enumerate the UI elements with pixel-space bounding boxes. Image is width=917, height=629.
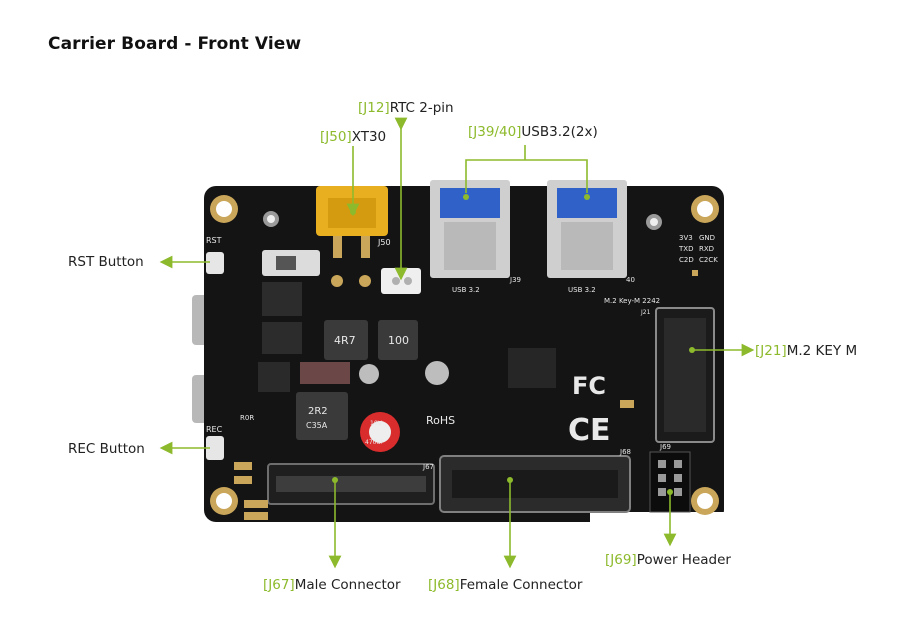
label-xt30-tag: [J50] [320,129,352,145]
mounting-hole-icons [210,195,719,515]
silk-rst: RST [206,236,222,245]
silk-debug-2: TXD [678,245,693,253]
silk-usb-b: USB 3.2 [568,286,596,294]
silk-debug-3: RXD [699,245,714,253]
silk-j39: J39 [509,276,521,284]
power-header [649,451,691,513]
silk-inductor-a: 4R7 [334,334,356,347]
silk-debug-4: C2D [679,256,694,264]
label-male-text: Male Connector [294,577,401,593]
silk-usb-a: USB 3.2 [452,286,480,294]
rec-button [206,436,224,460]
silk-debug-0: 3V3 [679,234,693,242]
silk-debug-1: GND [699,234,715,242]
silk-j68: J68 [619,448,631,456]
label-male-tag: [J67] [263,577,295,593]
label-female-text: Female Connector [459,577,583,593]
label-male: [J67]Male Connector [263,577,401,593]
silk-j67: J67 [422,463,434,471]
label-power-text: Power Header [636,552,731,568]
label-rst-text: RST Button [68,254,144,270]
label-rtc-text: RTC 2-pin [389,100,454,116]
label-power-tag: [J69] [605,552,637,568]
board-notch [590,512,724,522]
ic-chip [508,348,556,388]
page-title: Carrier Board - Front View [48,34,302,54]
rtc-connector [381,268,421,294]
screw-icon [425,361,449,385]
chip [262,282,302,316]
label-rec: REC Button [68,441,145,457]
label-usb-tag: [J39/40] [468,124,522,140]
silk-cap: 10V [370,420,383,427]
silk-fc: FC [572,372,606,400]
callout-line-usb [465,159,588,193]
label-m2-tag: [J21] [755,343,787,359]
silk-j50: J50 [377,238,391,247]
label-usb: [J39/40]USB3.2(2x) [468,124,598,140]
rst-button [206,252,224,274]
usb-port-icons [430,180,627,278]
silk-j40: 40 [626,276,635,284]
label-m2: [J21]M.2 KEY M [755,343,857,359]
silk-inductor-b: 100 [388,334,409,347]
silk-j69: J69 [659,443,671,451]
silk-ce: CE [568,413,611,448]
silk-inductor-c: 2R2 [308,406,328,417]
debug-pin-labels: 3V3 GND TXD RXD C2D C2CK [678,234,718,264]
label-female: [J68]Female Connector [428,577,582,593]
label-rtc-tag: [J12] [358,100,390,116]
silk-j21: J21 [640,309,651,316]
silk-m2: M.2 Key-M 2242 [604,297,660,305]
silk-inductor-c2: C35A [306,421,328,430]
label-rec-text: REC Button [68,441,145,457]
silk-rohs: RoHS [426,414,455,427]
label-m2-text: M.2 KEY M [786,343,858,359]
inductor-4r7 [324,320,368,360]
label-usb-text: USB3.2(2x) [521,124,598,140]
inductor-2r2 [296,392,348,440]
label-xt30: [J50]XT30 [320,129,386,145]
silk-cap2: 470uF [365,439,384,446]
label-rtc: [J12]RTC 2-pin [358,100,454,116]
silk-r-label: R0R [240,414,254,422]
callout-lines [159,117,755,569]
label-xt30-text: XT30 [351,129,387,145]
silk-debug-5: C2CK [699,256,718,264]
silk-rec: REC [206,425,223,434]
inductor-100 [378,320,418,360]
label-female-tag: [J68] [428,577,460,593]
label-rst: RST Button [68,254,144,270]
label-power: [J69]Power Header [605,552,731,568]
